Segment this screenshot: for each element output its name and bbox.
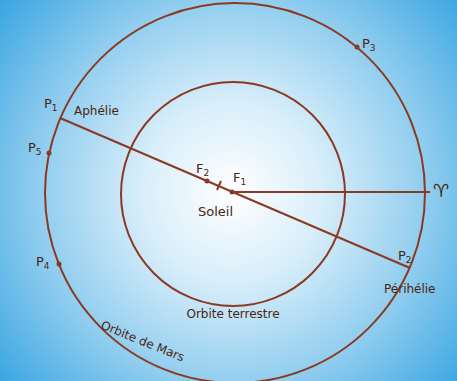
aphelion-label: Aphélie bbox=[74, 104, 119, 119]
position-dot bbox=[355, 45, 360, 50]
focus-label: F1 bbox=[233, 170, 246, 186]
focus-dot bbox=[230, 190, 235, 195]
focus-label: F2 bbox=[196, 161, 209, 177]
center-tick bbox=[217, 181, 221, 190]
point-label: P5 bbox=[28, 140, 42, 156]
vernal-symbol: ♈ bbox=[433, 180, 449, 201]
sun-label: Soleil bbox=[198, 204, 233, 220]
position-dot bbox=[57, 262, 62, 267]
vernal-line bbox=[232, 191, 430, 193]
earth-orbit bbox=[121, 82, 345, 306]
point-label: P1 bbox=[44, 96, 58, 112]
focus-dot bbox=[205, 179, 210, 184]
perihelion-label: Périhélie bbox=[384, 282, 436, 297]
point-label: P2 bbox=[398, 248, 412, 264]
position-dot bbox=[47, 151, 52, 156]
orbit-label: Orbite terrestre bbox=[186, 307, 279, 322]
point-label: P4 bbox=[36, 254, 50, 270]
point-label: P3 bbox=[362, 36, 376, 52]
